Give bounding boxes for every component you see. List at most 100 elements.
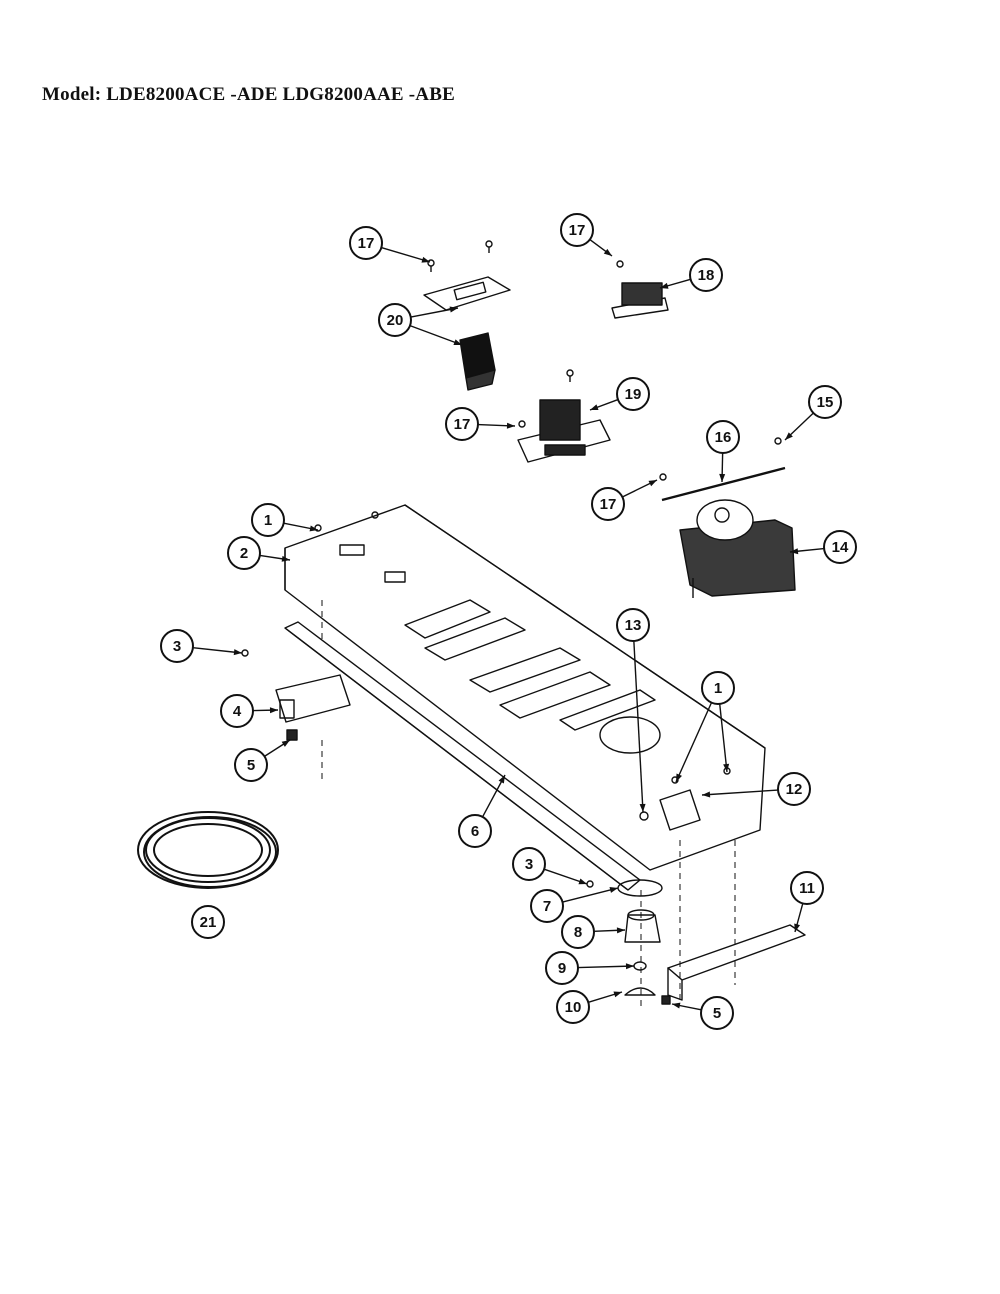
timer-strap bbox=[659, 437, 786, 502]
callout-arrowhead bbox=[790, 548, 799, 555]
callout-label: 4 bbox=[233, 703, 242, 720]
callout-circle bbox=[458, 814, 492, 848]
callout-label: 5 bbox=[247, 757, 255, 774]
relay-switch bbox=[459, 332, 496, 391]
callout-arrowhead bbox=[609, 887, 618, 893]
callout-circle bbox=[378, 303, 412, 337]
callout-label: 12 bbox=[786, 781, 803, 798]
callout-label: 13 bbox=[625, 617, 642, 634]
callout-label: 17 bbox=[358, 235, 375, 252]
model-title: Model: LDE8200ACE -ADE LDG8200AAE -ABE bbox=[42, 84, 455, 105]
callout-label: 20 bbox=[387, 312, 404, 329]
callout-arrowhead bbox=[269, 707, 278, 714]
timer-motor bbox=[679, 499, 796, 598]
callout-circle bbox=[689, 258, 723, 292]
callout-arrowhead bbox=[616, 927, 625, 934]
callout-leader-line bbox=[701, 789, 779, 796]
callout-arrowhead bbox=[590, 404, 599, 411]
callout-arrowhead bbox=[785, 432, 793, 440]
callout-leader-line bbox=[409, 324, 463, 346]
callout-label: 14 bbox=[832, 539, 849, 556]
callout-arrowhead bbox=[625, 963, 634, 970]
callout-arrowhead bbox=[794, 923, 800, 932]
callout-arrowhead bbox=[281, 740, 290, 747]
callout-label: 11 bbox=[799, 880, 815, 897]
callout-circle bbox=[251, 503, 285, 537]
callout-leader-line bbox=[577, 965, 635, 969]
callout-circle bbox=[349, 226, 383, 260]
callout-circle bbox=[616, 608, 650, 642]
callout-arrowhead bbox=[578, 878, 587, 885]
callout-circle bbox=[545, 951, 579, 985]
callout-circle bbox=[777, 772, 811, 806]
callout-circle bbox=[560, 213, 594, 247]
callout-arrowhead bbox=[676, 773, 683, 782]
callout-arrowhead bbox=[309, 525, 318, 532]
callout-leader-line bbox=[633, 640, 644, 813]
callout-circle bbox=[227, 536, 261, 570]
wire-harness bbox=[137, 811, 279, 889]
callout-label: 7 bbox=[543, 898, 551, 915]
callout-label: 3 bbox=[525, 856, 533, 873]
callout-circle bbox=[512, 847, 546, 881]
callout-arrowhead bbox=[498, 775, 505, 784]
callout-arrowhead bbox=[660, 282, 669, 289]
door-switch bbox=[611, 260, 669, 319]
callout-label: 1 bbox=[714, 680, 722, 697]
callout-arrowhead bbox=[639, 803, 646, 812]
callout-circle bbox=[220, 694, 254, 728]
callout-arrowhead bbox=[233, 649, 242, 656]
callout-label: 21 bbox=[200, 914, 217, 931]
callout-circle bbox=[160, 629, 194, 663]
callout-label: 3 bbox=[173, 638, 181, 655]
callout-arrowhead bbox=[672, 1002, 681, 1009]
callout-arrowhead bbox=[723, 763, 730, 772]
callout-circle bbox=[823, 530, 857, 564]
callout-circle bbox=[790, 871, 824, 905]
callout-circle bbox=[445, 407, 479, 441]
callout-circle bbox=[706, 420, 740, 454]
callout-label: 18 bbox=[698, 267, 715, 284]
callout-arrowhead bbox=[453, 339, 462, 346]
callout-label: 8 bbox=[574, 924, 582, 941]
control-board bbox=[517, 399, 611, 463]
callout-leader-line bbox=[381, 246, 431, 263]
callout-circle bbox=[561, 915, 595, 949]
callout-label: 1 bbox=[264, 512, 272, 529]
callout-label: 15 bbox=[817, 394, 834, 411]
callout-circle bbox=[616, 377, 650, 411]
callout-label: 10 bbox=[565, 999, 582, 1016]
callout-circle bbox=[556, 990, 590, 1024]
left-bracket bbox=[241, 649, 351, 741]
callout-arrowhead bbox=[719, 473, 726, 482]
alignment-lines bbox=[321, 600, 736, 1010]
callout-label: 16 bbox=[715, 429, 732, 446]
callout-arrowhead bbox=[506, 422, 515, 429]
callout-circle bbox=[530, 889, 564, 923]
callout-leader-line bbox=[719, 703, 728, 773]
callout-leader-line bbox=[562, 887, 619, 903]
callout-circle bbox=[191, 905, 225, 939]
callout-arrowhead bbox=[648, 480, 657, 487]
callout-label: 19 bbox=[625, 386, 642, 403]
switch-mount-plate bbox=[423, 276, 511, 311]
callout-arrowhead bbox=[421, 256, 430, 263]
callout-arrowhead bbox=[281, 555, 290, 562]
callout-label: 17 bbox=[600, 496, 617, 513]
callout-circle bbox=[234, 748, 268, 782]
callout-label: 9 bbox=[558, 960, 566, 977]
callout-label: 17 bbox=[454, 416, 471, 433]
callout-arrowhead bbox=[449, 306, 458, 313]
end-cap bbox=[661, 924, 806, 1005]
knob-stack bbox=[586, 879, 663, 996]
callout-arrowhead bbox=[613, 991, 622, 998]
callout-label: 6 bbox=[471, 823, 479, 840]
callout-leader-line bbox=[410, 307, 459, 318]
callout-label: 17 bbox=[569, 222, 586, 239]
callout-circle bbox=[700, 996, 734, 1030]
callout-arrowhead bbox=[603, 248, 612, 256]
callout-circle bbox=[591, 487, 625, 521]
screw-group-top bbox=[427, 240, 574, 382]
